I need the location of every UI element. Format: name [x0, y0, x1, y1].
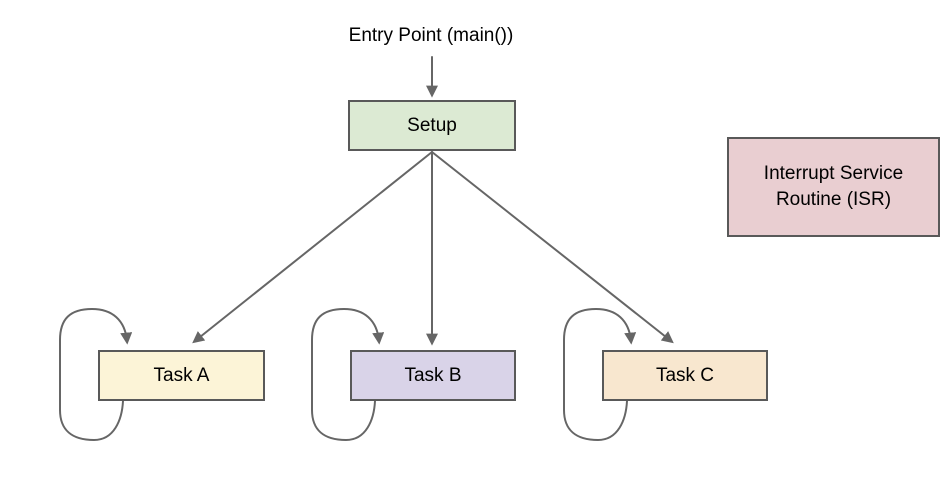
node-setup: Setup: [348, 100, 516, 151]
edge-setup-to-task-a: [192, 151, 433, 344]
node-isr-label-line2: Routine (ISR): [775, 189, 892, 210]
node-setup-label: Setup: [407, 114, 457, 136]
node-task-b: Task B: [350, 350, 516, 401]
edge-setup-to-task-c: [431, 151, 674, 344]
node-task-b-label: Task B: [404, 364, 462, 386]
node-task-c: Task C: [602, 350, 768, 401]
node-task-c-label: Task C: [655, 364, 715, 386]
node-isr-label-line1: Interrupt Service: [763, 163, 904, 185]
node-task-a: Task A: [98, 350, 265, 401]
node-isr: Interrupt Service Routine (ISR): [727, 137, 940, 237]
node-task-a-label: Task A: [153, 364, 210, 386]
entry-point-label: Entry Point (main()): [348, 25, 514, 46]
